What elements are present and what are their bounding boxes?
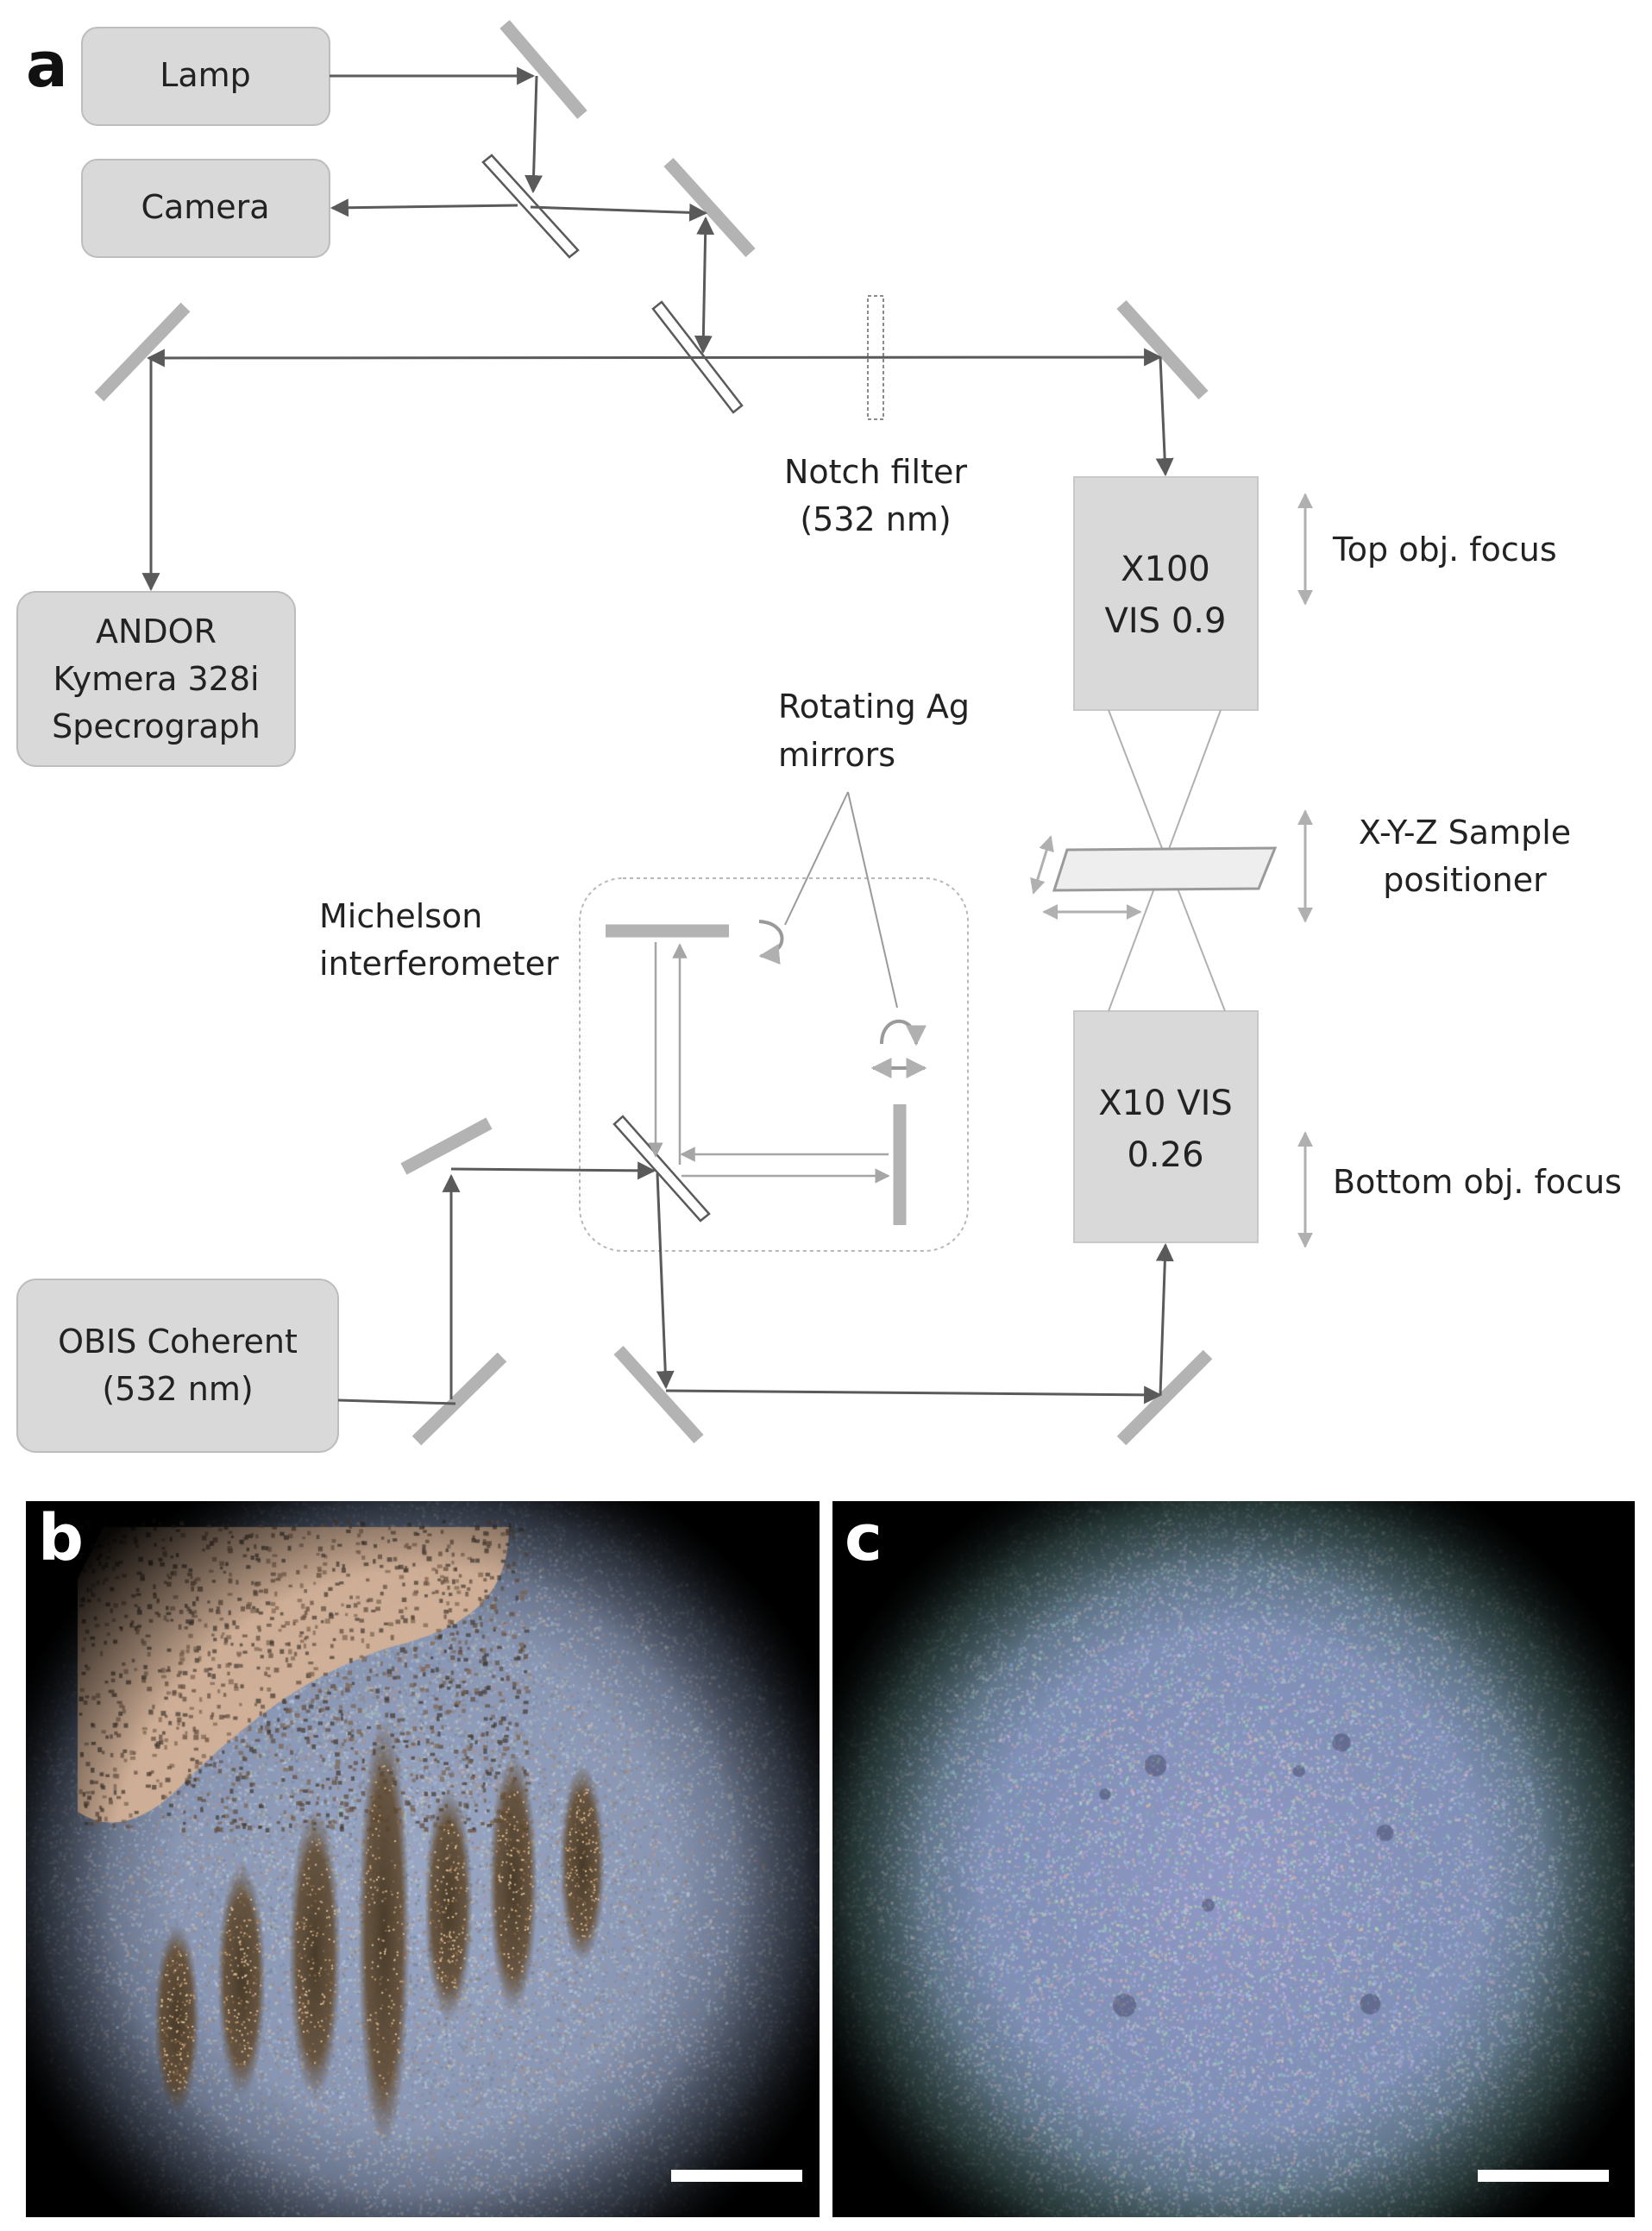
rotate-arrow-top <box>758 920 784 965</box>
andor-line-1: ANDOR <box>96 613 217 650</box>
obis-line-2: (532 nm) <box>102 1370 253 1408</box>
mirror-bottom-right <box>1116 1349 1213 1446</box>
sample-positioner-arrows <box>1030 835 1142 920</box>
micrograph-c: c <box>832 1501 1635 2217</box>
mirror-input-lower <box>411 1352 507 1446</box>
mirror-right-top <box>1116 299 1209 400</box>
panel-b-label: b <box>38 1501 84 1575</box>
mirror-camera-right <box>663 157 756 258</box>
michelson-label-1: Michelson <box>319 897 482 935</box>
mirrors <box>94 20 1213 1446</box>
notch-filter <box>867 295 884 420</box>
lamp-box-label: Lamp <box>160 56 251 94</box>
beam-splitter-down <box>656 1172 675 1390</box>
rotating-mirrors-callouts <box>784 791 898 1009</box>
rotating-mirrors-label-1: Rotating Ag <box>778 688 970 726</box>
sample-positioner-label-2: positioner <box>1383 861 1547 899</box>
beam-right-mirror-down <box>694 216 715 355</box>
mirror-bottom-left <box>613 1345 704 1444</box>
sample-slide <box>1052 846 1278 892</box>
bottom-objective-box: X10 VIS 0.26 <box>1073 1010 1259 1243</box>
bottom-objective-line-1: X10 VIS <box>1098 1084 1233 1123</box>
notch-filter-label-2: (532 nm) <box>800 500 951 538</box>
top-objective-box: X100 VIS 0.9 <box>1073 476 1259 711</box>
panel-c-label: c <box>845 1501 883 1575</box>
micrograph-c-image <box>832 1501 1635 2217</box>
sample-arrow-diagonal <box>1030 835 1054 895</box>
lamp-box: Lamp <box>81 27 330 126</box>
beam-to-camera <box>330 198 518 217</box>
micrograph-b: b <box>26 1501 820 2217</box>
rotation-arrows <box>758 920 927 1078</box>
beam-mirror-down <box>524 75 543 194</box>
beam-horizontal-main <box>146 348 1163 368</box>
top-focus-label: Top obj. focus <box>1332 531 1557 569</box>
interferometer-beams <box>648 942 890 1184</box>
mirror-left-top <box>94 302 191 402</box>
scale-bar-b <box>671 2170 802 2182</box>
beam-splitter-camera <box>481 154 580 259</box>
andor-spectrograph-box: ANDOR Kymera 328i Specrograph <box>16 591 296 767</box>
mirror-input-upper <box>400 1117 493 1175</box>
mirror-lamp <box>499 20 587 119</box>
panel-a-label: a <box>26 28 68 101</box>
beam-bottom-horizontal <box>665 1386 1163 1405</box>
notch-filter-label-1: Notch filter <box>784 453 967 491</box>
bottom-objective-line-2: 0.26 <box>1127 1135 1203 1175</box>
obis-laser-box: OBIS Coherent (532 nm) <box>16 1279 339 1453</box>
micrograph-b-image <box>26 1501 820 2217</box>
beam-to-bottom-objective <box>1155 1242 1174 1396</box>
andor-line-2: Kymera 328i <box>53 660 259 698</box>
beam-paths <box>141 66 1174 1405</box>
optical-setup-diagram: a Lamp Camera ANDOR Kymera 328i Specrogr… <box>16 20 1622 1453</box>
obis-line-1: OBIS Coherent <box>58 1323 298 1361</box>
michelson-label-2: interferometer <box>319 945 559 983</box>
rotating-mirrors-label-2: mirrors <box>778 736 895 774</box>
beam-obis-out <box>337 1398 456 1405</box>
rotate-arrow-right <box>880 1019 927 1046</box>
top-objective-line-1: X100 <box>1121 550 1210 589</box>
top-objective-line-2: VIS 0.9 <box>1105 601 1227 641</box>
bottom-focus-label: Bottom obj. focus <box>1333 1163 1622 1201</box>
beam-splitter-michelson <box>612 1115 711 1222</box>
beam-to-top-objective <box>1155 356 1174 477</box>
camera-box-label: Camera <box>141 188 269 226</box>
michelson-enclosure <box>579 877 969 1252</box>
beam-input-to-splitter <box>450 1161 656 1180</box>
andor-line-3: Specrograph <box>52 707 261 745</box>
beam-splitter-to-right-mirror <box>530 203 708 222</box>
camera-box: Camera <box>81 159 330 258</box>
scale-bar-c <box>1478 2170 1609 2182</box>
sample-positioner-label-1: X-Y-Z Sample <box>1359 814 1571 852</box>
